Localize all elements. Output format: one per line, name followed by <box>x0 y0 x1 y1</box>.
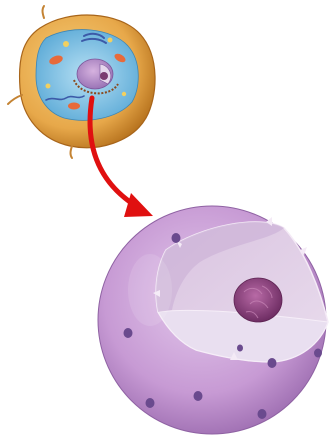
cell-nucleus <box>98 206 328 434</box>
mitochondrion <box>68 103 80 110</box>
surface-highlight <box>128 254 172 326</box>
vesicle <box>46 84 51 89</box>
membrane-projection <box>71 146 73 158</box>
nuclear-pore <box>314 349 322 358</box>
nuclear-pore <box>172 233 181 243</box>
arrow-head <box>124 193 153 217</box>
animal-cell <box>8 6 155 158</box>
nuclear-pore <box>258 409 267 419</box>
vesicle <box>63 41 69 47</box>
vesicle <box>108 38 113 43</box>
nuclear-pore <box>146 398 155 408</box>
nuclear-pore <box>237 345 243 352</box>
nucleolus <box>234 278 282 322</box>
membrane-projection <box>43 6 45 18</box>
membrane-projection <box>8 95 22 104</box>
nuclear-pore <box>268 358 277 368</box>
vesicle <box>122 92 126 96</box>
nuclear-pore <box>124 328 133 338</box>
nucleolus-small <box>100 72 108 80</box>
nuclear-pore <box>194 391 203 401</box>
